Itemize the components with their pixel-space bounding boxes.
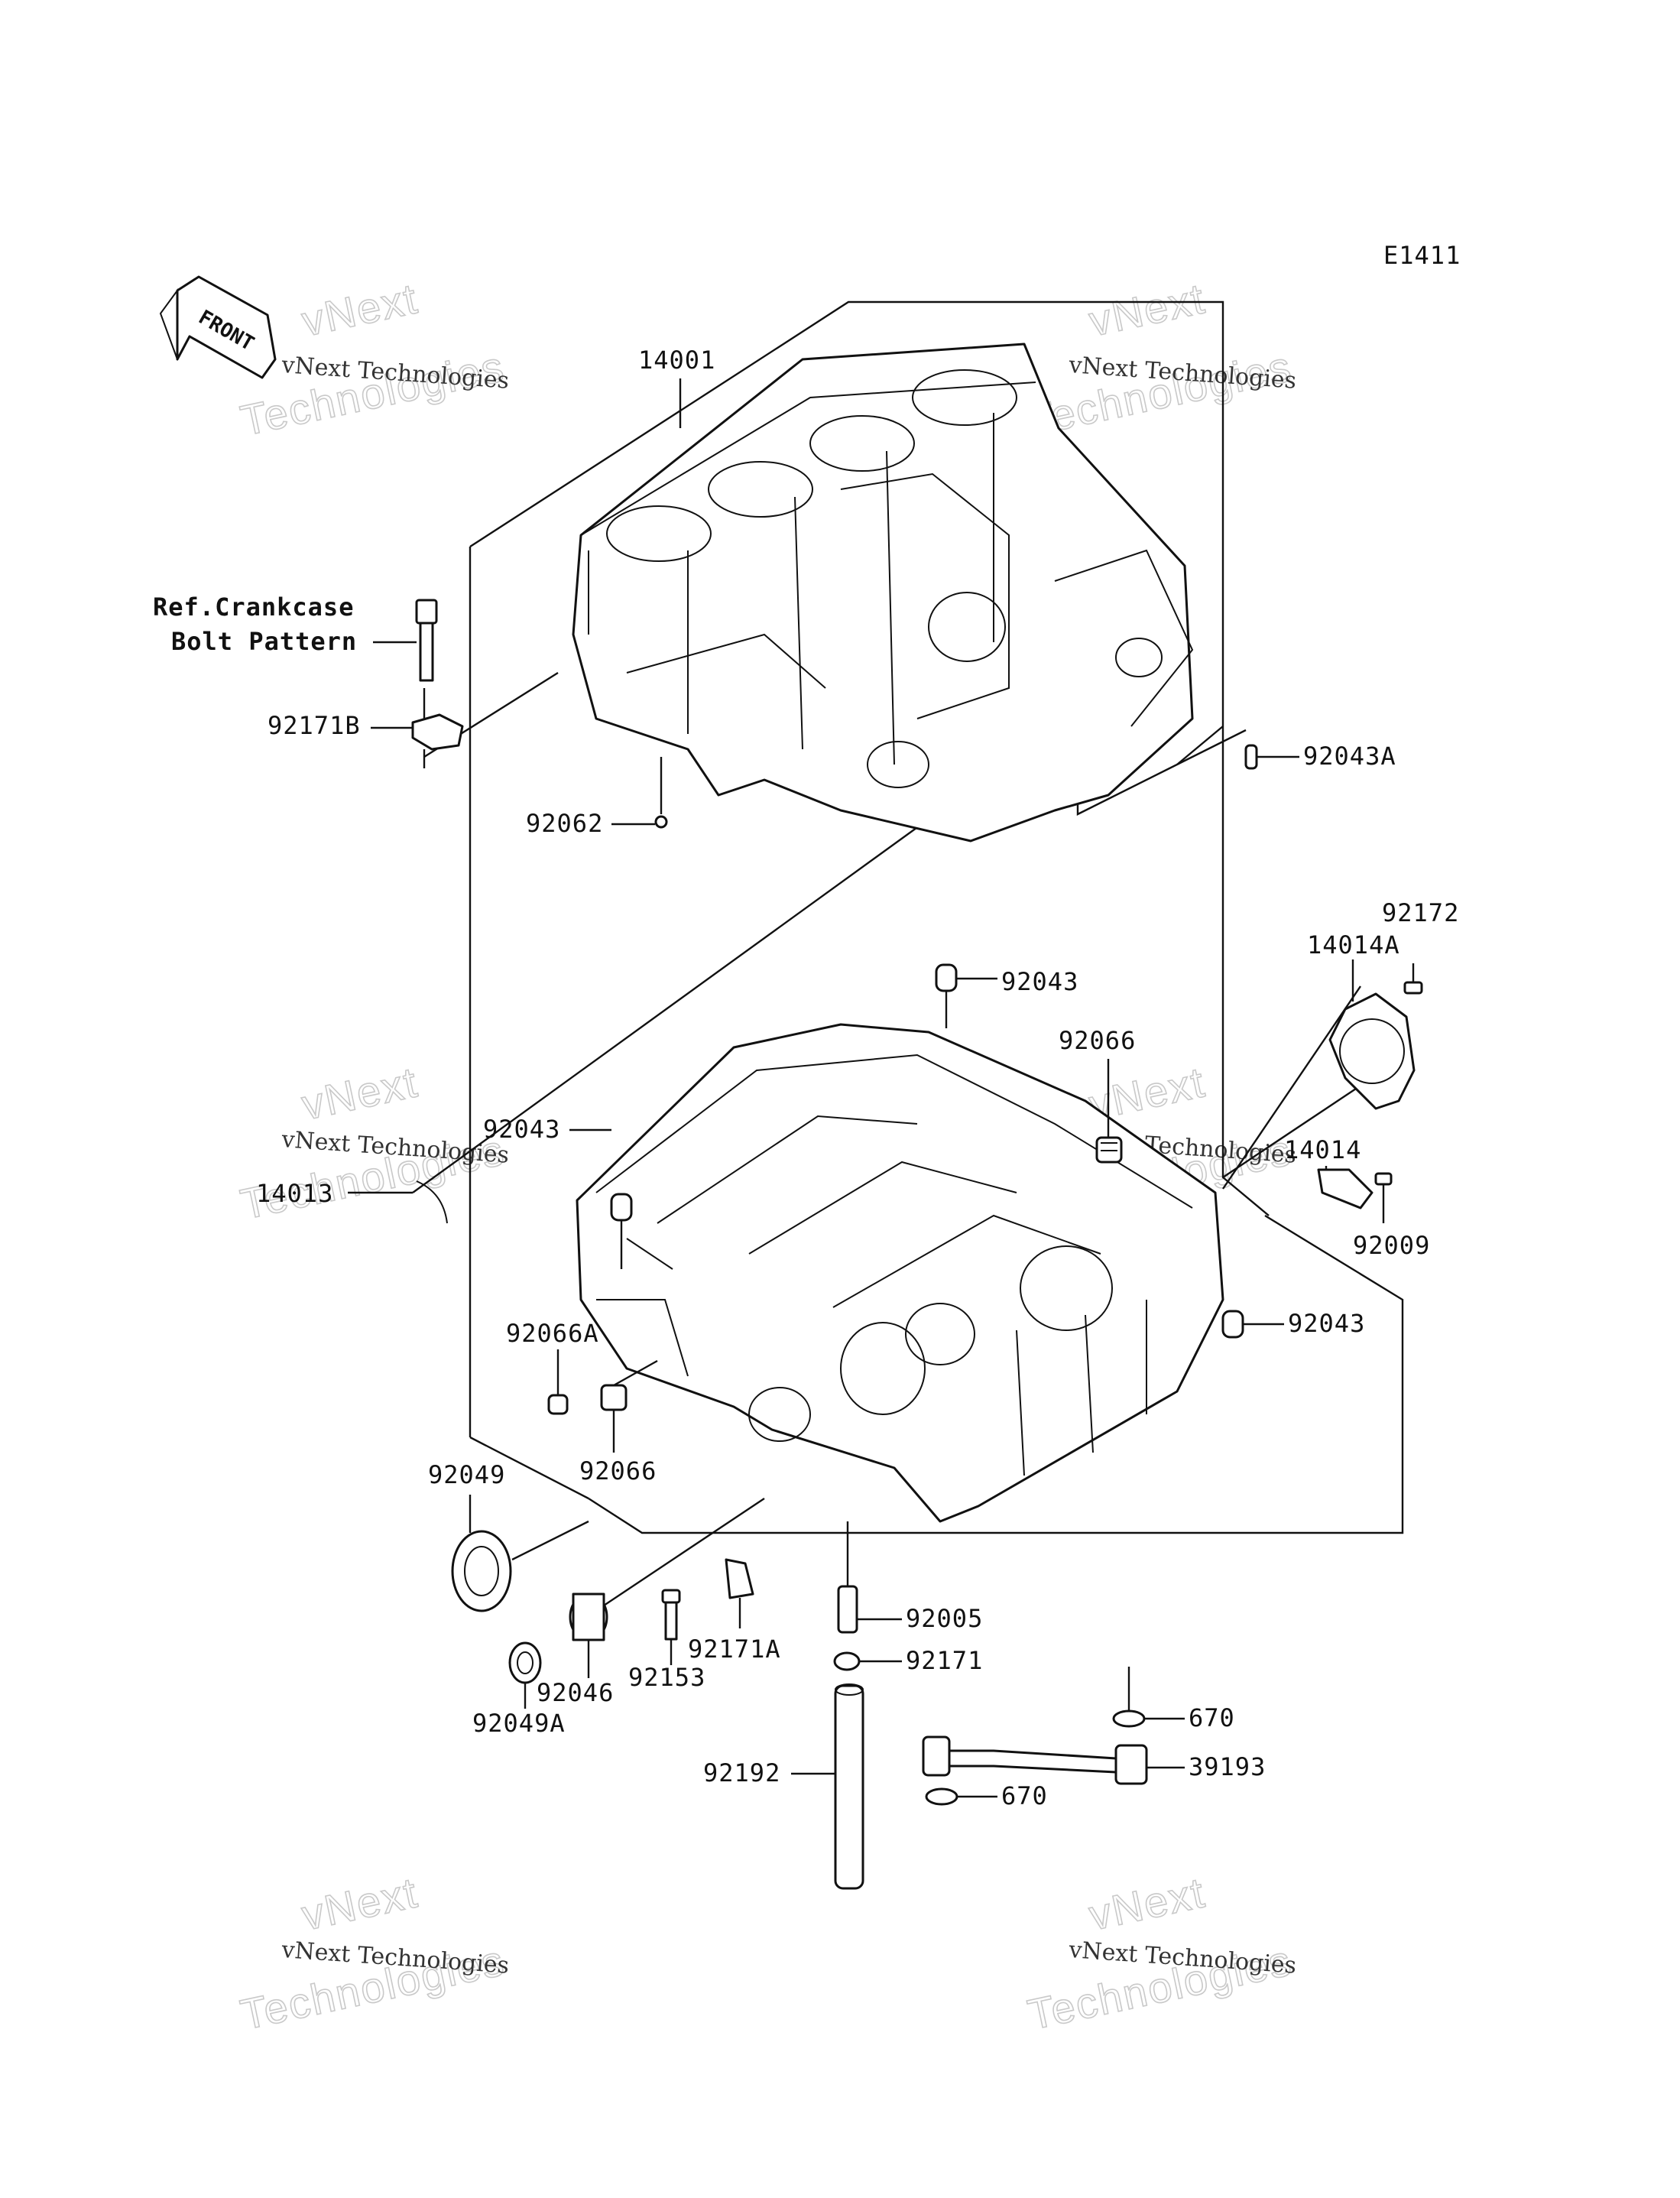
upper-crankcase	[572, 343, 1194, 843]
bolt-92172	[1403, 963, 1423, 995]
bolt-92153	[661, 1589, 681, 1641]
label-92192: 92192	[703, 1758, 780, 1787]
label-92043-left: 92043	[483, 1115, 560, 1144]
label-670-top: 670	[1189, 1703, 1235, 1732]
watermark-bottom-left: vNext Technologies vNext Technologies	[236, 1867, 511, 2039]
label-670-low: 670	[1001, 1781, 1048, 1810]
label-92171B: 92171B	[268, 711, 361, 740]
svg-text:vNext: vNext	[297, 274, 422, 345]
svg-text:vNext: vNext	[1085, 1868, 1209, 1939]
pipe-39193	[922, 1735, 1148, 1785]
nozzle-92005	[837, 1521, 858, 1634]
clamp-92171A	[725, 1558, 754, 1628]
front-arrow-icon: FRONT	[159, 275, 277, 379]
label-92009: 92009	[1353, 1231, 1430, 1260]
dowel-92043-right	[1221, 1310, 1244, 1339]
cover-14014A	[1328, 992, 1416, 1110]
label-92043A: 92043A	[1303, 742, 1396, 771]
label-14014A: 14014A	[1307, 930, 1400, 959]
watermark-top-right: vNext Technologies vNext Technologies	[1023, 273, 1298, 445]
label-92043-right: 92043	[1288, 1309, 1365, 1338]
oil-seal-92049	[451, 1495, 589, 1612]
label-39193: 39193	[1189, 1752, 1266, 1781]
label-14014: 14014	[1284, 1135, 1361, 1164]
label-92049A: 92049A	[472, 1709, 566, 1738]
plug-92066-top	[1095, 1136, 1123, 1164]
label-92153: 92153	[628, 1663, 705, 1692]
o-ring-670-top	[1112, 1667, 1146, 1728]
ref-note-line2: Bolt Pattern	[171, 627, 357, 656]
label-92046: 92046	[537, 1678, 614, 1707]
label-92043-top: 92043	[1001, 967, 1078, 996]
svg-text:vNext: vNext	[297, 1057, 422, 1128]
oil-seal-92049A	[508, 1641, 542, 1684]
label-92062: 92062	[526, 809, 603, 838]
hose-92192	[834, 1683, 864, 1890]
watermark-top-left: vNext Technologies vNext Technologies	[236, 273, 511, 445]
watermark-bottom-right: vNext Technologies vNext Technologies	[1023, 1867, 1298, 2039]
plug-92062	[654, 757, 668, 829]
seal-14013	[416, 1180, 448, 1224]
plate-14014	[1317, 1168, 1374, 1209]
clamp-92171	[833, 1651, 861, 1671]
label-92172: 92172	[1382, 898, 1459, 927]
bearing-92046	[569, 1498, 765, 1641]
label-92066-low: 92066	[579, 1456, 657, 1485]
o-ring-670-low	[925, 1787, 958, 1806]
label-14013: 14013	[256, 1179, 333, 1208]
plug-92066-low	[600, 1359, 658, 1411]
dowel-92043-left	[610, 1193, 633, 1269]
dowel-92043-top	[935, 963, 958, 1028]
labels: 14001 Ref.Crankcase Bolt Pattern 92171B …	[153, 346, 1459, 1810]
clamp-92171B	[411, 688, 464, 768]
svg-text:vNext: vNext	[297, 1868, 422, 1939]
label-92171A: 92171A	[688, 1635, 781, 1664]
label-14001: 14001	[638, 346, 715, 375]
label-92066A: 92066A	[506, 1319, 599, 1348]
bolt-92009	[1374, 1172, 1393, 1223]
label-92066-top: 92066	[1059, 1026, 1136, 1055]
svg-text:vNext: vNext	[1085, 274, 1209, 345]
dowel-92043A	[1244, 744, 1258, 770]
plug-92066A	[547, 1394, 569, 1415]
bolt-ref-crankcase	[415, 599, 438, 682]
assembly-frame-lines	[412, 300, 1404, 1534]
ref-note-line1: Ref.Crankcase	[153, 593, 354, 622]
diagram-code: E1411	[1383, 241, 1461, 270]
label-92005: 92005	[906, 1604, 983, 1633]
label-92171: 92171	[906, 1646, 983, 1675]
label-92049: 92049	[428, 1460, 505, 1489]
